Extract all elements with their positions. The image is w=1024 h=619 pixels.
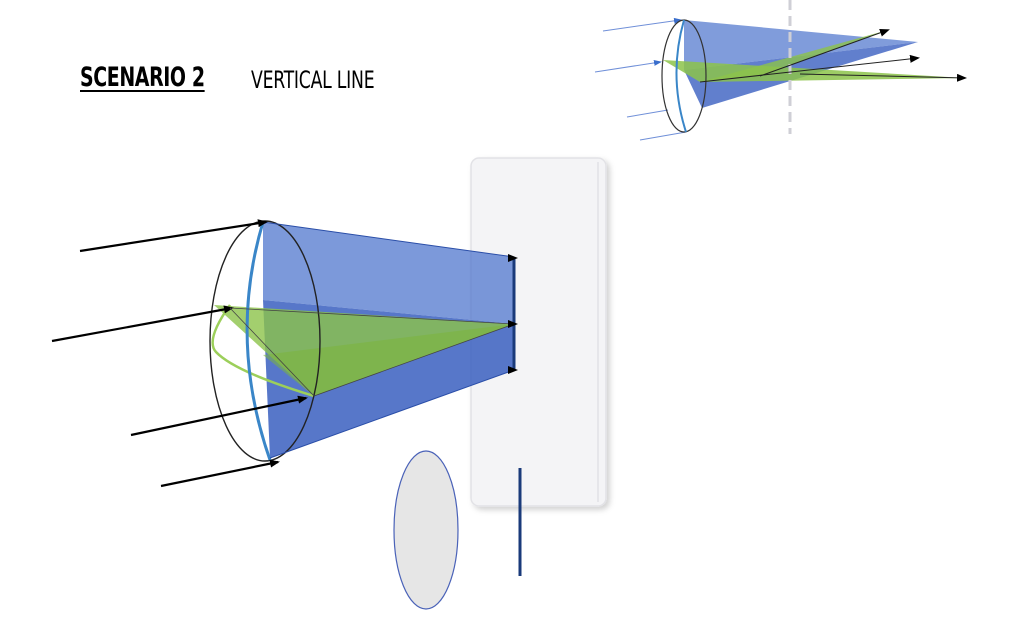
cone-top-edge — [262, 221, 515, 258]
green-cone-inner — [263, 324, 514, 396]
screen-arrowhead-bottom — [508, 366, 518, 374]
inner-line-1 — [229, 307, 515, 325]
inner-line-2 — [313, 323, 515, 397]
incoming-ray-2 — [51, 305, 234, 343]
inset-diagram — [594, 0, 967, 141]
inset-output-arrow-3 — [799, 73, 967, 82]
inset-lens-blue-edge — [675, 19, 687, 133]
inset-green-cone-upper — [700, 30, 888, 82]
scenario-label: SCENARIO 2 — [80, 62, 205, 93]
incoming-ray-1 — [79, 219, 268, 253]
inset-blue-cone-upper — [684, 20, 918, 70]
inset-output-arrow-1 — [699, 54, 920, 83]
green-lens-edge — [211, 304, 315, 398]
diagram-title: SCENARIO 2 VERTICAL LINE — [80, 62, 375, 94]
incoming-rays — [51, 219, 308, 488]
incoming-ray-4 — [160, 459, 280, 488]
scenario-description: VERTICAL LINE — [251, 66, 375, 94]
inset-output-arrow-2 — [759, 28, 890, 77]
screen-arrowhead-top — [508, 254, 518, 262]
incoming-ray-3 — [130, 395, 308, 437]
inset-incoming-rays — [594, 17, 687, 141]
lens-side-view — [393, 450, 459, 610]
cone-bottom-edge — [269, 369, 515, 459]
blue-cone-upper — [263, 222, 514, 324]
inner-line-3 — [229, 307, 315, 397]
screen-arrowhead-middle — [508, 320, 518, 328]
lens-blue-edge — [245, 221, 272, 461]
